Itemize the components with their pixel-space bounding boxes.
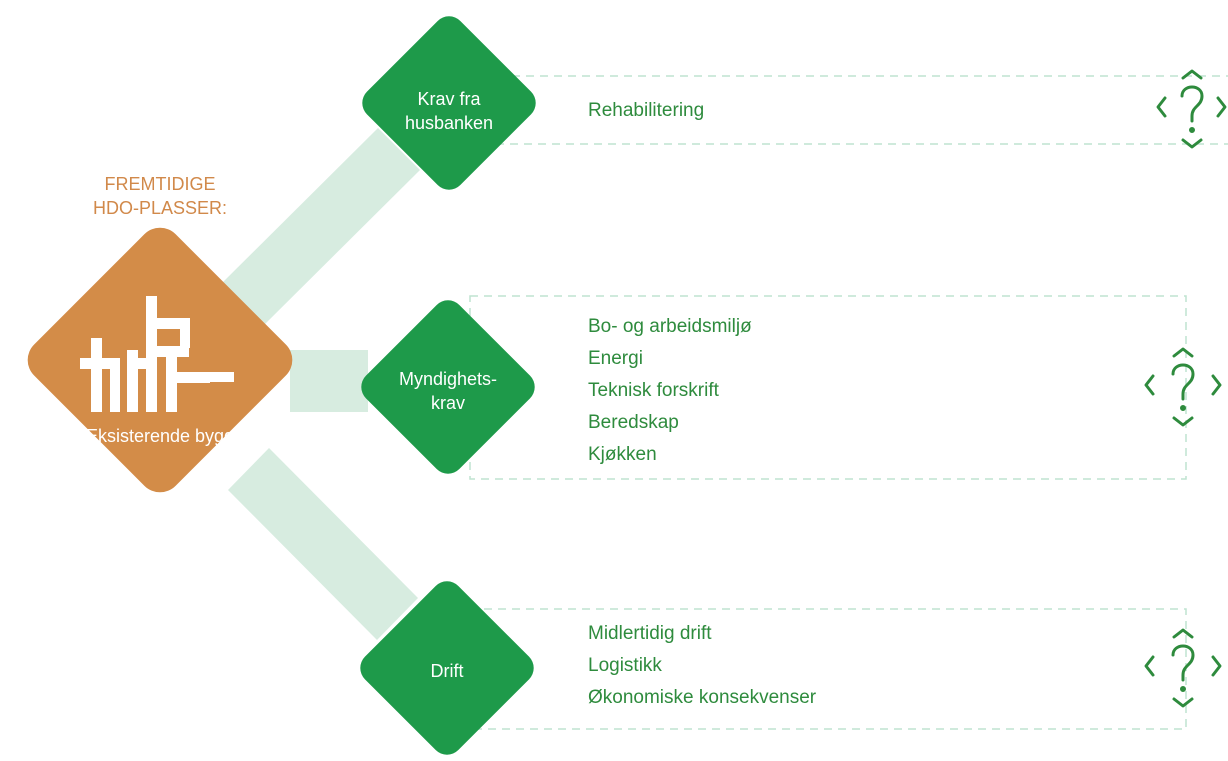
list-item: Beredskap	[588, 412, 679, 433]
diagram-heading: FREMTIDIGE HDO-PLASSER:	[40, 172, 280, 220]
branch-items-2: Bo- og arbeidsmiljø Energi Teknisk forsk…	[588, 311, 752, 471]
branch-diamond-1	[362, 16, 536, 190]
list-item: Energi	[588, 348, 643, 369]
branch-label-line: Myndighets-	[398, 369, 498, 389]
branch-items-1: Rehabilitering	[588, 95, 704, 127]
items-box-3	[469, 608, 1187, 730]
items-box-1	[469, 75, 1228, 145]
branch-label-line: husbanken	[404, 113, 494, 133]
branch-label-line: krav	[430, 393, 465, 413]
source-diamond	[27, 227, 293, 493]
question-mark-icon	[1144, 347, 1222, 427]
source-node-text: Eksisterende bygg	[85, 426, 235, 446]
branch-diamond-2	[361, 300, 535, 474]
source-node-label: Eksisterende bygg	[60, 424, 260, 448]
building-floorplan-icon	[80, 296, 234, 412]
branch-label-line: Krav fra	[417, 89, 481, 109]
branch-items-3: Midlertidig drift Logistikk Økonomiske k…	[588, 618, 816, 714]
branch-label-2: Myndighets- krav	[378, 367, 518, 415]
list-item: Bo- og arbeidsmiljø	[588, 316, 752, 337]
list-item: Midlertidig drift	[588, 623, 712, 644]
question-mark-icon	[1144, 628, 1222, 708]
question-mark-icon	[1156, 69, 1227, 149]
list-item: Kjøkken	[588, 444, 657, 465]
branch-label-3: Drift	[377, 659, 517, 683]
branch-label-1: Krav fra husbanken	[379, 87, 519, 135]
list-item: Økonomiske konsekvenser	[588, 687, 817, 708]
list-item: Rehabilitering	[588, 100, 705, 121]
branch-label-line: Drift	[430, 661, 464, 681]
connector-bottom	[228, 448, 418, 640]
connector-middle	[290, 350, 368, 412]
heading-line-1: FREMTIDIGE	[104, 174, 216, 194]
connector-top	[220, 128, 420, 327]
list-item: Teknisk forskrift	[588, 380, 719, 401]
branch-diamond-3	[360, 581, 534, 755]
items-box-2	[469, 295, 1187, 480]
heading-line-2: HDO-PLASSER:	[92, 198, 228, 218]
list-item: Logistikk	[588, 655, 662, 676]
